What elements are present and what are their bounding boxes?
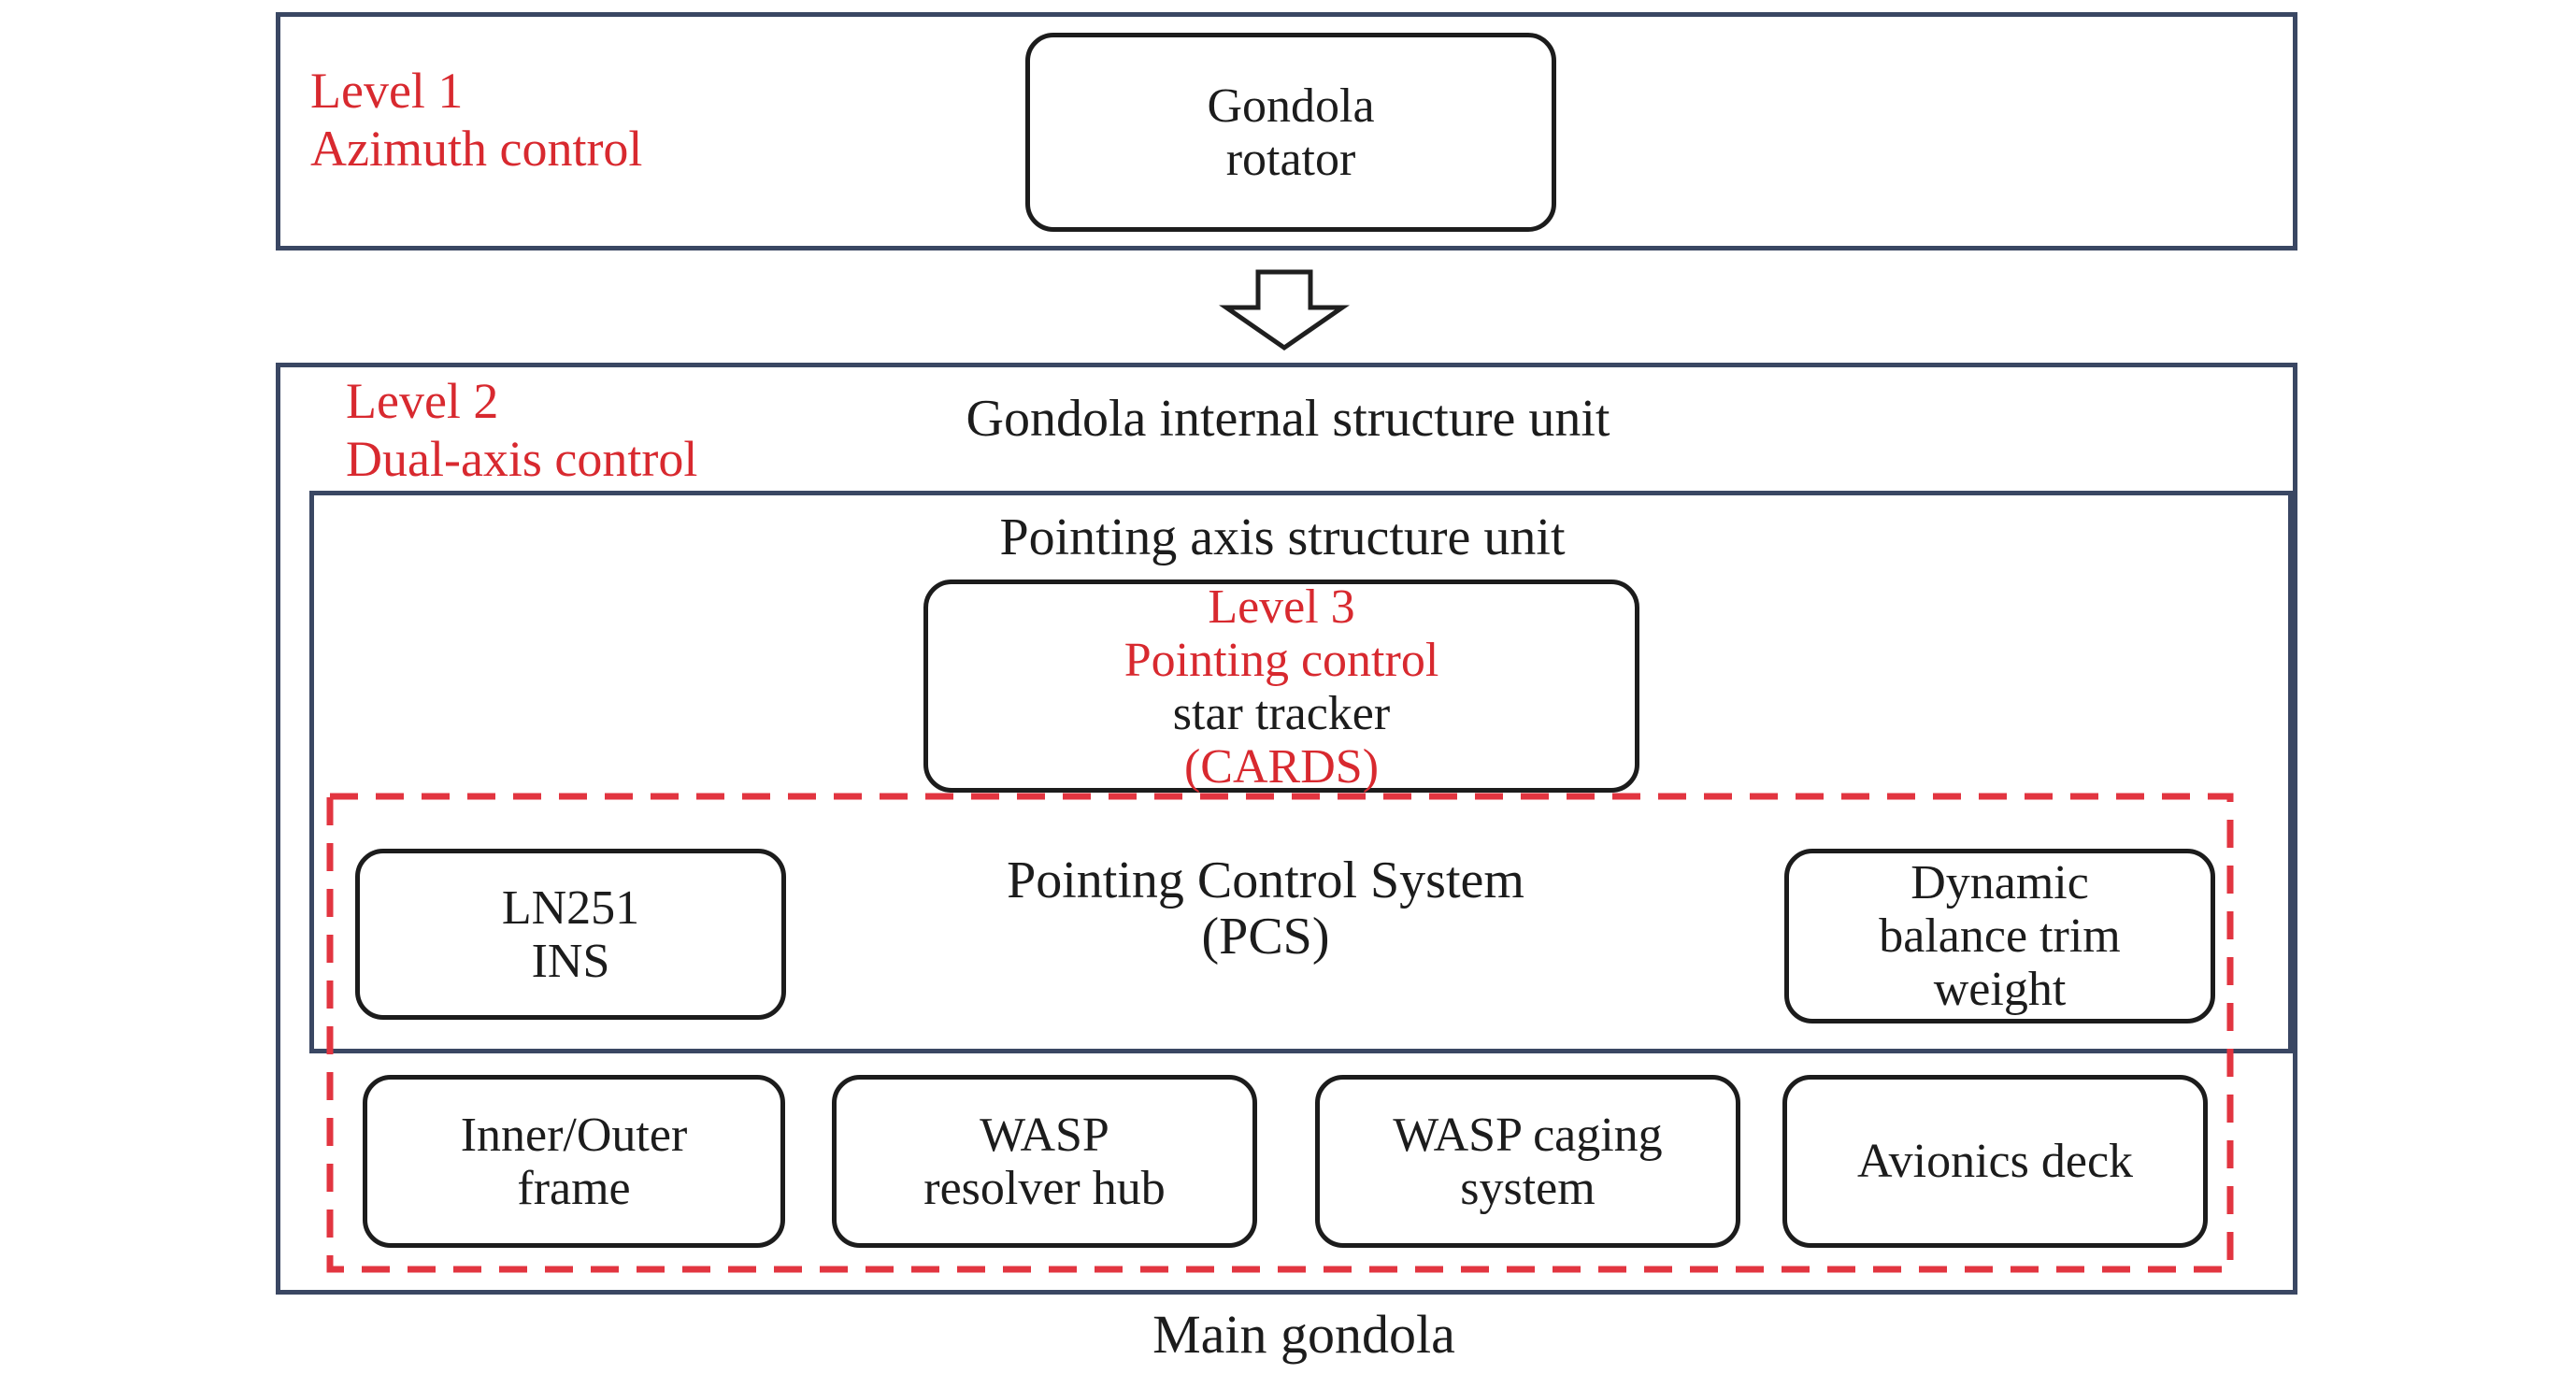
pcs-title: Pointing Control System (PCS) [1007, 852, 1524, 965]
ln251-line2: INS [531, 934, 610, 988]
dynamic-balance-box: Dynamic balance trim weight [1784, 849, 2215, 1023]
inner-outer-frame-box: Inner/Outer frame [363, 1075, 785, 1248]
level1-label: Level 1 Azimuth control [310, 62, 642, 178]
wasp-resolver-hub-box: WASP resolver hub [832, 1075, 1257, 1248]
wasp-caging-system-box: WASP caging system [1315, 1075, 1740, 1248]
wasp-resolver-line2: resolver hub [923, 1161, 1166, 1215]
level2-label-line2: Dual-axis control [346, 431, 698, 487]
dynamic-line3: weight [1933, 963, 2067, 1016]
level2-box [276, 363, 2297, 1295]
inner-outer-line2: frame [517, 1161, 631, 1215]
level1-label-line1: Level 1 [310, 63, 464, 119]
wasp-caging-line1: WASP caging [1393, 1108, 1663, 1162]
pcs-title-line2: (PCS) [1201, 908, 1330, 966]
level2-label: Level 2 Dual-axis control [346, 372, 697, 488]
ln251-ins-box: LN251 INS [355, 849, 786, 1020]
dynamic-line1: Dynamic [1911, 856, 2089, 909]
pointing-axis-title: Pointing axis structure unit [999, 508, 1566, 566]
wasp-caging-line2: system [1460, 1161, 1596, 1215]
avionics-deck-box: Avionics deck [1782, 1075, 2208, 1248]
avionics-line1: Avionics deck [1856, 1135, 2134, 1188]
level2-title: Gondola internal structure unit [966, 390, 1610, 448]
level3-line1: Level 3 [1208, 580, 1355, 634]
pointing-axis-box [309, 491, 2293, 1053]
wasp-resolver-line1: WASP [980, 1108, 1109, 1162]
level2-label-line1: Level 2 [346, 373, 499, 429]
level3-star-tracker-box: Level 3 Pointing control star tracker (C… [923, 580, 1639, 794]
gondola-rotator-box: Gondola rotator [1025, 33, 1556, 232]
down-arrow-icon [1219, 269, 1350, 351]
pcs-dashed-box [326, 793, 2234, 1273]
gondola-rotator-line1: Gondola [1207, 79, 1375, 133]
level3-line4: (CARDS) [1183, 740, 1380, 794]
pcs-title-line1: Pointing Control System [1007, 852, 1524, 909]
dynamic-line2: balance trim [1879, 909, 2121, 963]
main-gondola-label: Main gondola [1152, 1304, 1455, 1365]
ln251-line1: LN251 [501, 880, 640, 935]
gondola-rotator-line2: rotator [1225, 132, 1356, 186]
level1-label-line2: Azimuth control [310, 121, 643, 177]
inner-outer-line1: Inner/Outer [460, 1108, 688, 1162]
level3-line2: Pointing control [1123, 634, 1439, 687]
level3-line3: star tracker [1172, 687, 1391, 740]
level1-box [276, 12, 2297, 250]
